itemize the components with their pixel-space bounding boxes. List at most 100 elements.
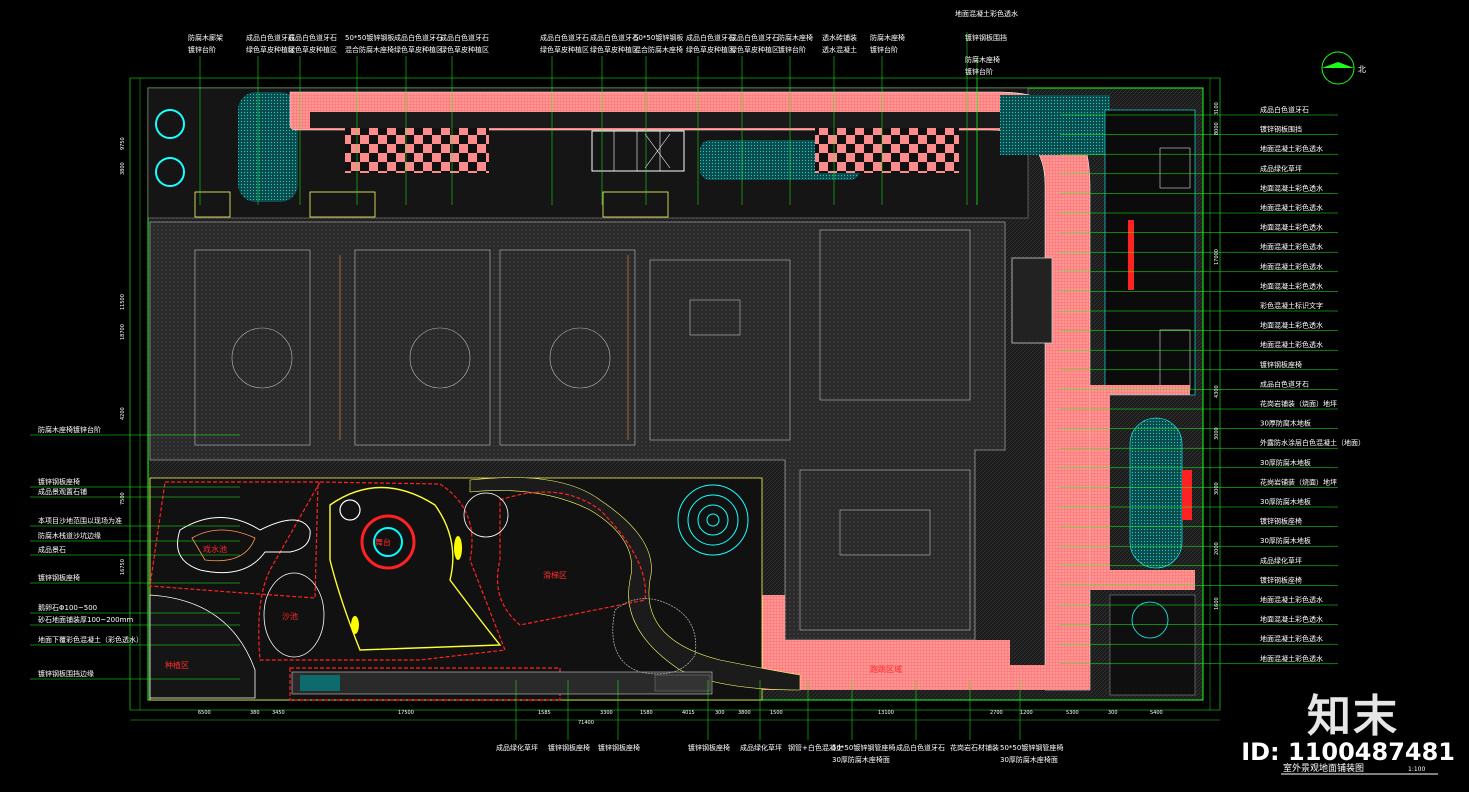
bottom-dim-15: 300 xyxy=(1108,710,1118,716)
top-note-sub-9: 绿色草皮种植区 xyxy=(686,45,735,54)
watermark-id: ID: 1100487481 xyxy=(1241,738,1455,766)
oval-planter xyxy=(1129,417,1183,569)
top-note-sub-4: 绿色草皮种植区 xyxy=(394,45,443,54)
bottom-dim-2: 3450 xyxy=(272,710,285,716)
bottom-dim-14: 5300 xyxy=(1066,710,1079,716)
stage-ring-outer xyxy=(360,514,416,570)
bottom-dim-5: 3300 xyxy=(600,710,613,716)
top-note-1: 成品白色道牙石 xyxy=(246,33,295,42)
seat-box-3 xyxy=(602,191,669,218)
zone-label-run: 跑跳区域 xyxy=(870,664,902,674)
top-note-15: 镀锌钢板围挡 xyxy=(965,33,1007,42)
right-note-6: 地面混凝土彩色透水 xyxy=(1260,223,1323,232)
right-dim-6: 2000 xyxy=(1214,542,1220,555)
stage-ring-inner xyxy=(373,527,403,557)
bottom-note-3: 镀锌钢板座椅 xyxy=(688,743,730,752)
bottom-note-sub-9: 30厚防腐木座椅面 xyxy=(1000,755,1058,764)
svg-text:北: 北 xyxy=(1358,65,1366,74)
right-note-19: 花岗岩铺装（烧面）地坪 xyxy=(1260,477,1337,486)
right-note-5: 地面混凝土彩色透水 xyxy=(1260,203,1323,212)
right-note-10: 彩色混凝土标识文字 xyxy=(1260,301,1323,310)
right-red-element xyxy=(1128,220,1134,290)
left-note-3: 本项目沙地范围以现场为准 xyxy=(38,516,122,525)
right-note-8: 地面混凝土彩色透水 xyxy=(1260,262,1323,271)
right-note-18: 30厚防腐木地板 xyxy=(1260,458,1311,467)
bottom-dim-16: 5400 xyxy=(1150,710,1163,716)
drawing-title: 室外景观地面铺装图 1:100 xyxy=(1281,762,1438,775)
slide-zone xyxy=(496,491,647,626)
right-note-14: 成品白色道牙石 xyxy=(1260,379,1309,388)
bottom-note-4: 成品绿化草坪 xyxy=(740,743,782,752)
bottom-bench-strip xyxy=(291,671,713,695)
water-pool xyxy=(177,517,311,574)
right-dim-3: 4300 xyxy=(1214,385,1220,398)
teal-strip-right xyxy=(1000,95,1110,155)
side-dimensions: 9750380011500187004200750016750310080001… xyxy=(120,102,1220,610)
bottom-note-7: 成品白色道牙石 xyxy=(896,743,945,752)
pink-path-bottom xyxy=(760,595,1090,690)
bottom-note-8: 花岗岩石材铺装 xyxy=(950,743,999,752)
left-note-10: 镀锌钢板围挡边缘 xyxy=(38,669,94,678)
right-note-25: 地面混凝土彩色透水 xyxy=(1260,595,1323,604)
top-note-sub-6: 绿色草皮种植区 xyxy=(540,45,589,54)
top-note-sub-1: 绿色草皮种植区 xyxy=(246,45,295,54)
bottom-dim-6: 1580 xyxy=(640,710,653,716)
top-note-sub-10: 绿色草皮种植区 xyxy=(730,45,779,54)
left-note-4: 防腐木栈道沙坑边缘 xyxy=(38,531,101,540)
right-dim-7: 1600 xyxy=(1214,597,1220,610)
left-note-7: 鹅卵石Φ100~500 xyxy=(38,603,97,612)
seat-box-1 xyxy=(194,191,231,218)
right-bench-1 xyxy=(1159,147,1191,189)
tree-circle xyxy=(463,492,509,538)
bottom-note-6: 50*50镀锌钢管座椅 xyxy=(832,743,895,752)
right-pink-lower xyxy=(1090,385,1195,590)
water-pool-inner xyxy=(191,529,256,562)
left-notes: 防腐木座椅镀锌台阶镀锌钢板座椅成品景观置石铺本项目沙地范围以现场为准防腐木栈道沙… xyxy=(30,425,240,680)
zone-label-water: 戏水池 xyxy=(203,544,227,554)
top-note-3: 50*50镀锌钢板 xyxy=(345,33,394,42)
top-note-2: 成品白色道牙石 xyxy=(288,33,337,42)
checker-block-left xyxy=(345,128,489,173)
right-dim-4: 3000 xyxy=(1214,427,1220,440)
right-dim-0: 3100 xyxy=(1214,102,1220,115)
top-note-sub-11: 镀锌台阶 xyxy=(778,45,806,54)
right-note-0: 成品白色道牙石 xyxy=(1260,105,1309,114)
top-note-13: 防腐木座椅 xyxy=(870,33,905,42)
zone-label-sand: 沙池 xyxy=(282,611,298,621)
bottom-dim-8: 300 xyxy=(715,710,725,716)
water-play-zone xyxy=(149,481,319,599)
right-note-17: 外露防水涂层白色混凝土（地面） xyxy=(1260,438,1365,447)
bottom-note-1: 镀锌钢板座椅 xyxy=(548,743,590,752)
bottom-dim-1: 380 xyxy=(250,710,260,716)
sand-pit-zone xyxy=(258,481,506,661)
right-bottom-block xyxy=(1109,594,1196,696)
small-ring xyxy=(339,499,361,521)
bottom-dim-0: 6500 xyxy=(198,710,211,716)
right-note-3: 成品绿化草坪 xyxy=(1260,164,1302,173)
bottom-note-5: 钢管+白色混凝土 xyxy=(788,743,843,752)
bottom-run-zone xyxy=(289,667,561,701)
bottom-dim-9: 3800 xyxy=(738,710,751,716)
top-note-sub-0: 镀锌台阶 xyxy=(188,45,216,54)
top-note-6: 成品白色道牙石 xyxy=(540,33,589,42)
left-dim-5: 7500 xyxy=(120,492,126,505)
north-arrow: 北 xyxy=(1321,51,1366,85)
top-note-16: 防腐木座椅 xyxy=(965,55,1000,64)
seat-box-2 xyxy=(309,191,376,218)
right-note-13: 镀锌钢板座椅 xyxy=(1260,360,1302,369)
top-note-sub-16: 镀锌台阶 xyxy=(965,67,993,76)
bottom-notes: 成品绿化草坪镀锌钢板座椅镀锌钢板座椅镀锌钢板座椅成品绿化草坪钢管+白色混凝土50… xyxy=(496,680,1063,764)
top-note-sub-13: 镀锌台阶 xyxy=(870,45,898,54)
total-dim: 71400 xyxy=(578,720,594,726)
top-note-8: 50*50镀锌钢板 xyxy=(634,33,683,42)
right-note-15: 花岗岩铺装（烧面）地坪 xyxy=(1260,399,1337,408)
planter-circle-1 xyxy=(155,109,185,139)
top-note-12: 透水砖铺装 xyxy=(822,33,857,42)
bottom-dim-10: 1500 xyxy=(770,710,783,716)
left-note-6: 镀锌钢板座椅 xyxy=(38,573,80,582)
right-note-20: 30厚防腐木地板 xyxy=(1260,497,1311,506)
bus-stop-red xyxy=(1182,470,1192,520)
right-teal-band xyxy=(1104,109,1196,396)
checker-block-right xyxy=(815,128,959,173)
left-dim-2: 11500 xyxy=(120,294,126,310)
